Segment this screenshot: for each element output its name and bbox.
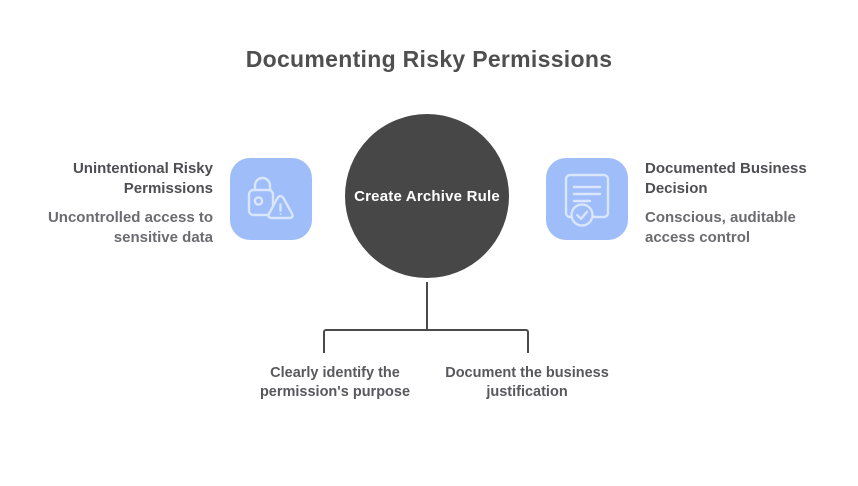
left-text-block: Unintentional Risky Permissions Uncontro… [35, 159, 213, 248]
left-heading: Unintentional Risky Permissions [72, 160, 213, 197]
connector-bracket-line [323, 329, 529, 353]
right-text-block: Documented Business Decision Conscious, … [645, 159, 823, 248]
branch-label-identify-purpose: Clearly identify the permission's purpos… [259, 365, 411, 400]
branch-label-document-justification: Document the business justification [445, 365, 609, 400]
right-heading: Documented Business Decision [645, 160, 807, 197]
center-node-label: Create Archive Rule [354, 187, 500, 205]
page-title: Documenting Risky Permissions [245, 46, 613, 72]
connector-stem-line [426, 282, 428, 329]
right-icon-tile [546, 158, 628, 240]
right-description: Conscious, auditable access control [645, 209, 796, 246]
center-node: Create Archive Rule [343, 112, 511, 280]
left-icon-tile [230, 158, 312, 240]
left-description: Uncontrolled access to sensitive data [47, 209, 213, 246]
